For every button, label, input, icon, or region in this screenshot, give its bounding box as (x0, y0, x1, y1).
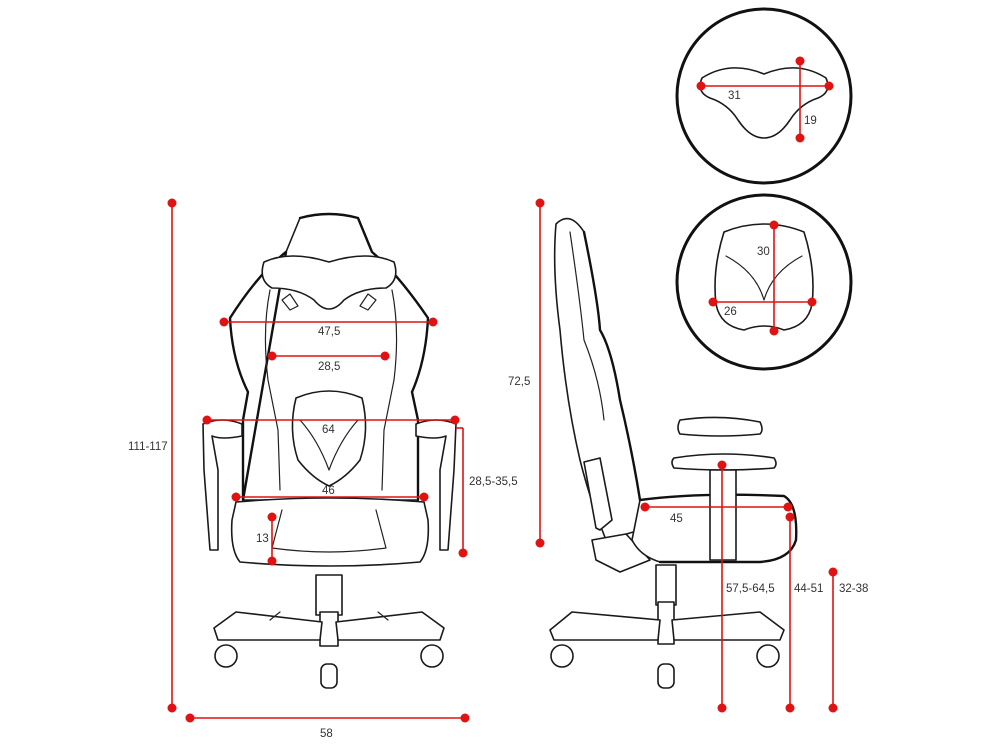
dim-total-height-dot-bottom (167, 703, 177, 713)
label-backrest-height: 72,5 (508, 376, 530, 388)
front-column (315, 574, 343, 616)
label-armrest-floor-height: 57,5-64,5 (726, 583, 775, 595)
dim-back-inner-dot-right (380, 351, 390, 361)
label-seat-depth: 45 (670, 513, 683, 525)
front-seat (230, 497, 430, 567)
dim-seat-width-dot-right (419, 492, 429, 502)
dim-base-width-dot-left (185, 713, 195, 723)
front-chair (202, 212, 457, 689)
label-headrest-width: 31 (728, 90, 741, 102)
label-gas-lift-range: 32-38 (839, 583, 868, 595)
dim-seat-depth-front-dot-top (267, 512, 277, 522)
front-caster-center (320, 663, 338, 689)
dim-seat-height-dot-top (785, 512, 795, 522)
detail-lumbar-v (725, 255, 803, 301)
side-caster-right (756, 644, 780, 668)
dim-headrest-height-dot-top (795, 56, 805, 66)
side-chair (549, 217, 798, 689)
label-base-width: 58 (320, 728, 333, 740)
label-lumbar-width: 26 (724, 306, 737, 318)
front-headrest-slot-left (281, 293, 299, 311)
dim-headrest-width-dot-left (696, 81, 706, 91)
dim-gas-lift-dot-bottom (828, 703, 838, 713)
front-backrest-inner-right (381, 289, 398, 491)
label-lumbar-height: 30 (757, 246, 770, 258)
front-column-base (319, 611, 339, 647)
side-caster-center (657, 663, 675, 689)
side-seat-top (638, 493, 798, 564)
dim-seat-depth-front-dot-bottom (267, 556, 277, 566)
side-backrest-inner (569, 231, 605, 421)
side-mechanism (591, 533, 651, 573)
front-lumbar-v (299, 419, 359, 471)
side-column (655, 564, 677, 606)
label-headrest-height: 19 (804, 115, 817, 127)
dim-back-top-dot-right (428, 317, 438, 327)
label-backrest-top-width: 47,5 (318, 326, 340, 338)
front-headrest-slot-right (359, 293, 377, 311)
label-seat-height: 44-51 (794, 583, 823, 595)
side-caster-left (550, 644, 574, 668)
front-seat-inner (271, 509, 387, 553)
front-lumbar (291, 390, 367, 487)
dim-arm-floor-dot-top (717, 460, 727, 470)
label-backrest-inner-width: 28,5 (318, 361, 340, 373)
front-caster-left (214, 644, 238, 668)
side-base-right (671, 611, 785, 641)
side-lumbar (583, 457, 613, 531)
label-total-height: 111-117 (128, 441, 168, 453)
side-armrest-post (709, 469, 737, 561)
front-base-back (269, 611, 389, 621)
front-base-right (335, 611, 445, 641)
label-seat-cushion-depth: 13 (256, 533, 269, 545)
dim-headrest-height-dot-bottom (795, 133, 805, 143)
dim-back-height-dot-top (535, 198, 545, 208)
dimension-labels: 111-117 58 47,5 28,5 64 46 28,5-35,5 13 … (128, 90, 868, 740)
dim-arm-height-dot-bottom (458, 548, 468, 558)
dim-seat-depth-dot-right (783, 502, 793, 512)
side-base-left (549, 611, 661, 641)
dim-back-height-dot-bottom (535, 538, 545, 548)
side-armrest-top (677, 416, 763, 437)
label-armrest-height: 28,5-35,5 (469, 476, 518, 488)
dim-total-height-dot-top (167, 198, 177, 208)
label-armrest-span: 64 (322, 424, 335, 436)
dimension-lines (167, 56, 838, 723)
front-caster-right (420, 644, 444, 668)
dim-arm-span-dot-left (202, 415, 212, 425)
dim-seat-depth-dot-left (640, 502, 650, 512)
dim-lumbar-width-dot-left (708, 297, 718, 307)
dim-arm-span-dot-right (450, 415, 460, 425)
front-headrest (261, 255, 397, 310)
dim-seat-width-dot-left (231, 492, 241, 502)
front-backrest-inner-left (264, 289, 281, 491)
dim-back-top-dot-left (219, 317, 229, 327)
dim-arm-floor-dot-bottom (717, 703, 727, 713)
dim-gas-lift-dot-top (828, 567, 838, 577)
dim-lumbar-height-dot-bottom (769, 326, 779, 336)
label-seat-width: 46 (322, 485, 335, 497)
dim-lumbar-width-dot-right (807, 297, 817, 307)
dim-base-width-dot-right (460, 713, 470, 723)
dim-headrest-width-dot-right (824, 81, 834, 91)
dim-back-inner-dot-left (267, 351, 277, 361)
dim-lumbar-height-dot-top (769, 220, 779, 230)
dim-seat-height-dot-bottom (785, 703, 795, 713)
side-backrest-front-edge (582, 230, 642, 502)
front-base-left (213, 611, 323, 641)
